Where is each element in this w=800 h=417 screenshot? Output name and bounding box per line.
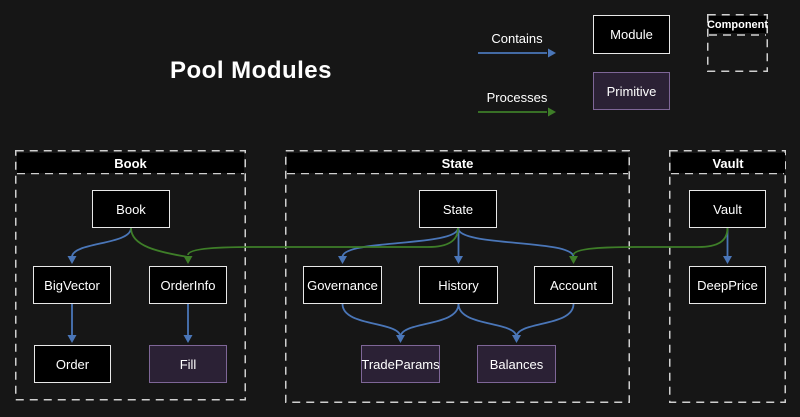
node-state: State <box>419 190 497 228</box>
legend-processes-arrowhead-icon <box>548 108 556 117</box>
node-orderinfo: OrderInfo <box>149 266 227 304</box>
arrowhead-icon <box>184 335 193 343</box>
page-title: Pool Modules <box>170 57 332 85</box>
edge-vault-account <box>574 228 728 255</box>
node-fill: Fill <box>149 345 227 383</box>
node-deepprice: DeepPrice <box>689 266 766 304</box>
edge-history-tradeparams <box>401 304 459 337</box>
arrowhead-icon <box>723 256 732 264</box>
legend-primitive-box: Primitive <box>593 72 670 110</box>
edge-history-balances <box>459 304 517 337</box>
node-governance: Governance <box>303 266 382 304</box>
group-state-header: State <box>287 153 628 173</box>
edge-account-balances <box>517 304 574 337</box>
edge-book-orderinfo <box>131 228 188 257</box>
arrowhead-icon <box>396 335 405 343</box>
arrowhead-icon <box>512 335 521 343</box>
edge-state-account <box>458 228 574 257</box>
group-book-header: Book <box>17 153 244 173</box>
legend-component-label: Component <box>709 16 766 33</box>
node-history: History <box>419 266 498 304</box>
legend-contains-arrowhead-icon <box>548 49 556 58</box>
legend-processes-label: Processes <box>478 90 556 105</box>
node-bigvector: BigVector <box>33 266 111 304</box>
arrowhead-icon <box>569 256 578 264</box>
node-order: Order <box>34 345 111 383</box>
legend-contains-label: Contains <box>478 31 556 46</box>
arrowhead-icon <box>68 256 77 264</box>
edge-state-governance <box>343 228 459 257</box>
node-balances: Balances <box>477 345 556 383</box>
legend-module-box: Module <box>593 15 670 54</box>
node-tradeparams: TradeParams <box>361 345 440 383</box>
arrowhead-icon <box>184 256 193 264</box>
edge-book-bigvector <box>72 228 131 257</box>
node-vault: Vault <box>689 190 766 228</box>
arrowhead-icon <box>338 256 347 264</box>
group-vault-header: Vault <box>671 153 785 173</box>
arrowhead-icon <box>454 256 463 264</box>
arrowhead-icon <box>68 335 77 343</box>
node-account: Account <box>534 266 613 304</box>
edge-governance-tradeparams <box>343 304 401 337</box>
node-book: Book <box>92 190 170 228</box>
